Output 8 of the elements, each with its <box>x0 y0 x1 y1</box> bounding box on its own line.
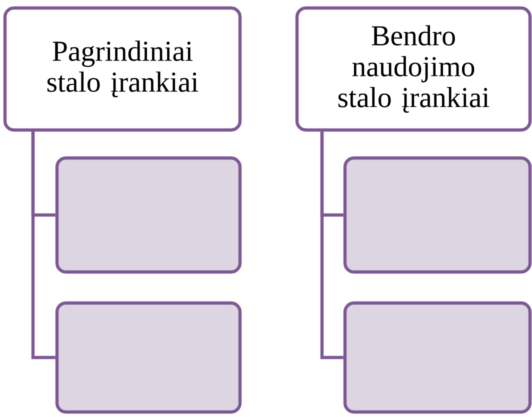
category-box: Bendro naudojimo stalo įrankiai <box>295 6 532 132</box>
empty-box <box>55 301 242 414</box>
empty-box <box>55 156 242 274</box>
empty-box <box>343 301 532 414</box>
category-box: Pagrindiniai stalo įrankiai <box>3 6 242 132</box>
connector-line <box>320 132 344 360</box>
connector-line <box>31 132 56 360</box>
empty-box <box>343 156 532 274</box>
